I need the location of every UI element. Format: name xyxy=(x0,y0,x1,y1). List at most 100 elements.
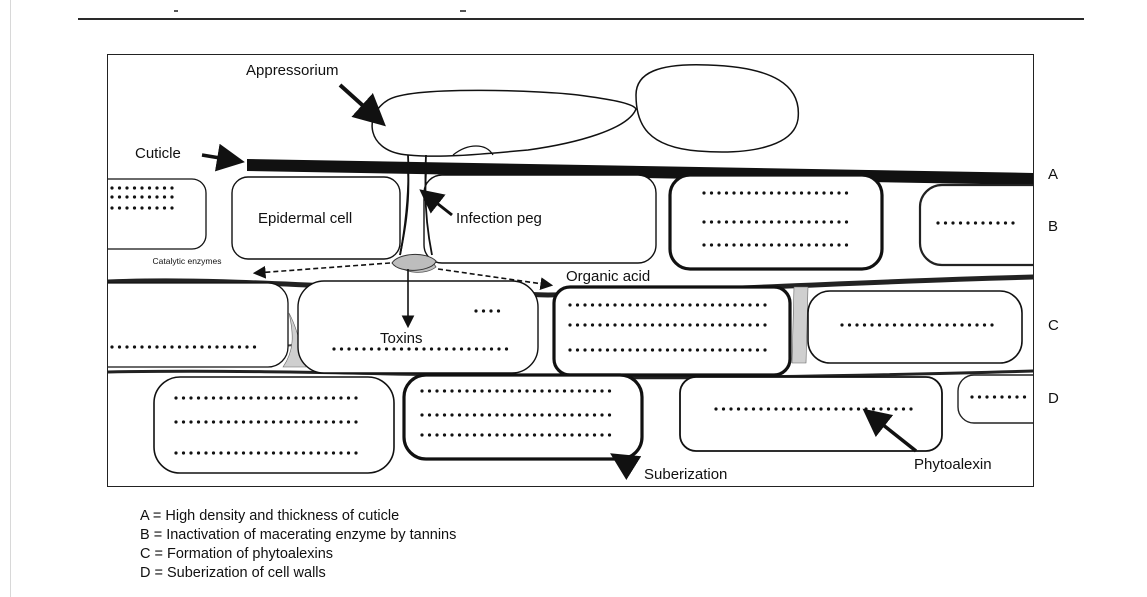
cell-dot xyxy=(133,195,136,198)
cell-dot xyxy=(540,433,543,436)
cell-dot xyxy=(797,407,800,410)
cell-c4 xyxy=(808,291,1022,363)
cell-dot xyxy=(400,347,403,350)
cell-dot xyxy=(710,220,713,223)
cell-dot xyxy=(287,451,290,454)
cuticle-label: Cuticle xyxy=(135,146,181,161)
cell-dot xyxy=(885,323,888,326)
cell-dot xyxy=(182,451,185,454)
cell-dot xyxy=(450,413,453,416)
cell-dot xyxy=(518,433,521,436)
cell-dot xyxy=(272,451,275,454)
cell-dot xyxy=(703,303,706,306)
cell-dot xyxy=(189,396,192,399)
infection-peg-label: Infection peg xyxy=(456,211,542,226)
cell-dot xyxy=(555,433,558,436)
cell-dot xyxy=(598,323,601,326)
cell-dot xyxy=(578,389,581,392)
legend-item-b: B = Inactivation of macerating enzyme by… xyxy=(140,526,456,545)
cell-dot xyxy=(717,243,720,246)
cell-b5 xyxy=(920,185,1034,265)
cell-dot xyxy=(812,407,815,410)
cell-dot xyxy=(480,433,483,436)
cell-dot xyxy=(702,191,705,194)
cell-dot xyxy=(834,407,837,410)
cell-dot xyxy=(621,323,624,326)
cell-dot xyxy=(864,407,867,410)
cell-dot xyxy=(510,413,513,416)
cell-dot xyxy=(155,206,158,209)
cell-dot xyxy=(688,323,691,326)
cell-dot xyxy=(458,389,461,392)
cell-dot xyxy=(822,243,825,246)
cell-dot xyxy=(568,323,571,326)
cell-dot xyxy=(733,323,736,326)
cell-dot xyxy=(332,347,335,350)
cell-dot xyxy=(909,407,912,410)
cell-dot xyxy=(435,433,438,436)
cell-dot xyxy=(628,323,631,326)
cell-dot xyxy=(613,323,616,326)
cell-dot xyxy=(777,191,780,194)
cell-dot xyxy=(593,433,596,436)
cell-dot xyxy=(223,345,226,348)
cell-dot xyxy=(257,396,260,399)
cell-dot xyxy=(651,323,654,326)
cell-dot xyxy=(755,191,758,194)
cell-dot xyxy=(763,348,766,351)
cell-dot xyxy=(960,323,963,326)
cell-dot xyxy=(525,433,528,436)
cell-dot xyxy=(756,348,759,351)
cell-dot xyxy=(717,220,720,223)
cell-dot xyxy=(495,433,498,436)
cell-dot xyxy=(125,345,128,348)
cell-dot xyxy=(703,323,706,326)
cell-dot xyxy=(503,389,506,392)
cell-dot xyxy=(837,243,840,246)
cell-dot xyxy=(568,303,571,306)
cell-dot xyxy=(673,303,676,306)
cell-dot xyxy=(155,345,158,348)
cell-dot xyxy=(570,389,573,392)
cell-dot xyxy=(234,451,237,454)
cell-dot xyxy=(148,195,151,198)
cell-dot xyxy=(482,347,485,350)
cell-dot xyxy=(830,191,833,194)
cell-dot xyxy=(302,451,305,454)
cell-dot xyxy=(938,323,941,326)
cell-dot xyxy=(732,191,735,194)
cell-dot xyxy=(636,303,639,306)
cell-dot xyxy=(583,303,586,306)
cell-dot xyxy=(741,348,744,351)
cell-dot xyxy=(133,345,136,348)
cell-dot xyxy=(600,433,603,436)
cell-dot xyxy=(279,420,282,423)
cell-dot xyxy=(763,303,766,306)
cell-dot xyxy=(879,407,882,410)
cell-dot xyxy=(756,303,759,306)
cell-dot xyxy=(606,323,609,326)
cell-dot xyxy=(767,407,770,410)
cell-dot xyxy=(193,345,196,348)
cell-dot xyxy=(377,347,380,350)
cell-dot xyxy=(606,348,609,351)
cell-dot xyxy=(740,243,743,246)
cell-dot xyxy=(170,345,173,348)
cell-dot xyxy=(309,451,312,454)
cell-dot xyxy=(782,407,785,410)
cell-dot xyxy=(170,206,173,209)
cell-dot xyxy=(317,451,320,454)
cell-dot xyxy=(212,396,215,399)
cell-dot xyxy=(518,389,521,392)
cell-dot xyxy=(450,433,453,436)
cell-dot xyxy=(490,347,493,350)
cell-dot xyxy=(570,413,573,416)
cell-dot xyxy=(125,195,128,198)
cell-dot xyxy=(583,348,586,351)
cell-dot xyxy=(488,413,491,416)
cell-dot xyxy=(593,413,596,416)
cell-dot xyxy=(354,451,357,454)
cell-dot xyxy=(978,395,981,398)
cell-dot xyxy=(726,348,729,351)
cell-dot xyxy=(340,347,343,350)
